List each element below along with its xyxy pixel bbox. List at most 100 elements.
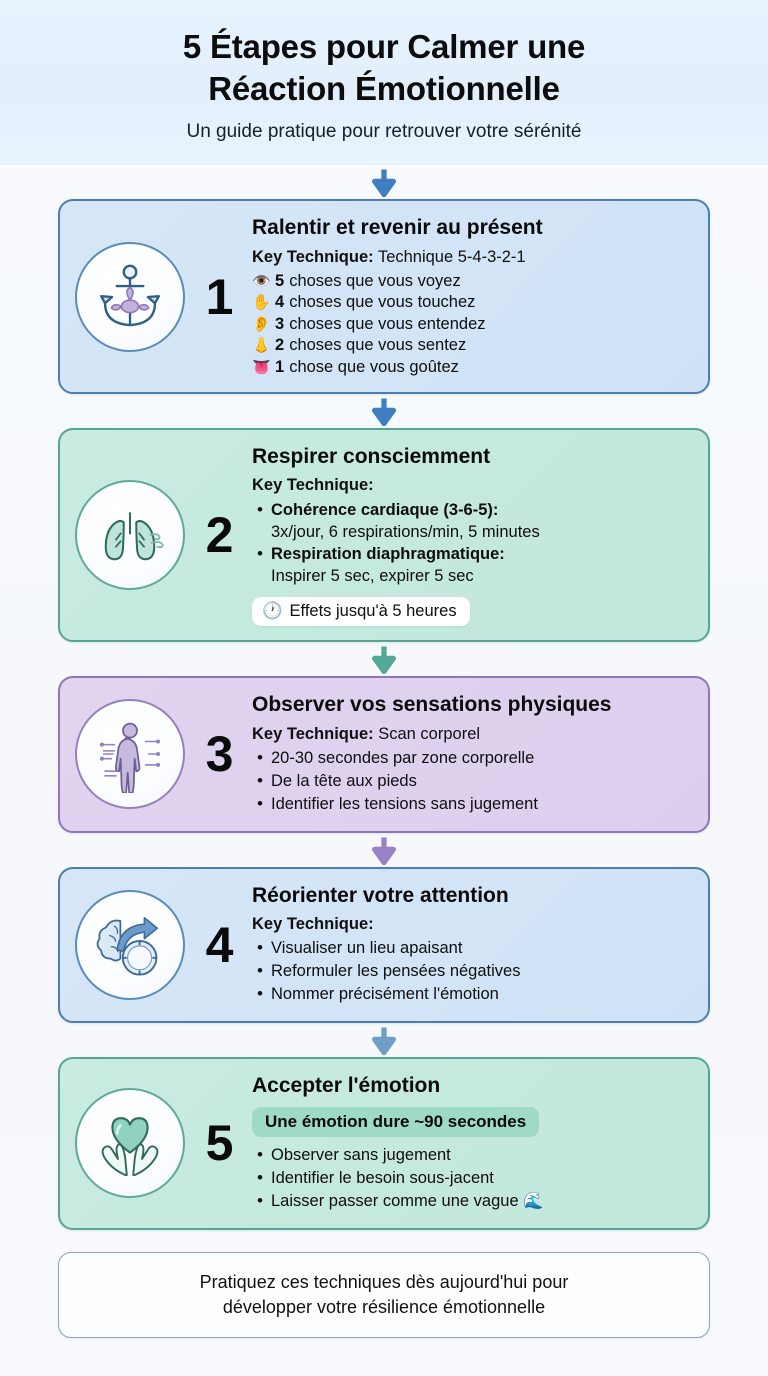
sense-text: choses que vous touchez (289, 293, 476, 312)
step-1-title: Ralentir et revenir au présent (252, 216, 543, 240)
step-3-key-technique-value: Scan corporel (378, 724, 481, 743)
step-4-key-technique-label: Key Technique: (252, 914, 374, 933)
bullet-sub: Observer sans jugement (271, 1146, 451, 1165)
bullet-sub: Laisser passer comme une vague 🌊 (271, 1191, 544, 1210)
list-item: Nommer précisément l'émotion (252, 983, 690, 1006)
list-item: Identifier le besoin sous-jacent (252, 1167, 690, 1190)
bullet-bold: Respiration diaphragmatique: (271, 545, 505, 564)
list-item: 20-30 secondes par zone corporelle (252, 747, 690, 770)
arrow-down-icon (372, 398, 396, 427)
step-3-key-technique: Key Technique: Scan corporel (252, 723, 690, 745)
step-3-icon-circle (75, 699, 185, 810)
bullet-bold: Cohérence cardiaque (3-6-5): (271, 500, 499, 519)
ear-icon: 👂 (252, 315, 271, 333)
step-1-key-technique: Key Technique: Technique 5-4-3-2-1 (252, 246, 690, 268)
connector-3-to-4 (58, 833, 710, 867)
step-5-icon-wrap (74, 1087, 186, 1199)
list-item: 👂 3 choses que vous entendez (252, 314, 690, 335)
sense-text: chose que vous goûtez (289, 357, 459, 376)
step-1-key-technique-label: Key Technique: (252, 247, 374, 266)
step-1-icon-circle (75, 241, 185, 352)
step-2-icon-wrap (74, 479, 186, 591)
step-1-icon-wrap (74, 241, 186, 353)
step-card-3[interactable]: 3 Observer vos sensations physiques Key … (58, 676, 710, 833)
sense-count: 1 (275, 357, 285, 376)
step-4-icon-wrap (74, 889, 186, 1001)
bullet-sub: Visualiser un lieu apaisant (271, 939, 463, 958)
list-item: 👅 1 chose que vous goûtez (252, 357, 690, 378)
arrow-down-icon (372, 1027, 396, 1055)
bullet-sub: De la tête aux pieds (271, 771, 417, 790)
step-4-content: Réorienter votre attention Key Technique… (248, 883, 692, 1007)
list-item: Reformuler les pensées négatives (252, 960, 690, 983)
sense-text: choses que vous voyez (289, 271, 461, 290)
step-1-key-technique-value: Technique 5-4-3-2-1 (377, 247, 526, 266)
body-scan-icon (99, 723, 161, 794)
step-4-title: Réorienter votre attention (252, 883, 509, 907)
list-item: Laisser passer comme une vague 🌊 (252, 1190, 690, 1213)
anchor-lotus-icon (99, 264, 161, 327)
step-card-1[interactable]: 1 Ralentir et revenir au présent Key Tec… (58, 199, 710, 395)
heart-hands-icon (101, 1117, 159, 1177)
list-item: Cohérence cardiaque (3-6-5): 3x/jour, 6 … (252, 499, 690, 544)
step-4-key-technique: Key Technique: (252, 913, 690, 935)
step-1-sense-list: 👁️ 5 choses que vous voyez ✋ 4 choses qu… (252, 271, 690, 378)
page-title-line-2: Réaction Émotionnelle (208, 70, 560, 108)
step-2-duration-badge: 🕐 Effets jusqu'à 5 heures (252, 597, 470, 627)
hand-icon: ✋ (252, 294, 271, 312)
page-title-line-1: 5 Étapes pour Calmer une (182, 28, 586, 65)
eye-icon: 👁️ (252, 272, 271, 290)
step-2-number: 2 (205, 507, 234, 564)
step-2-title: Respirer consciemment (252, 445, 491, 469)
step-3-number: 3 (205, 726, 234, 783)
tongue-icon: 👅 (252, 358, 271, 376)
step-card-2[interactable]: 2 Respirer consciemment Key Technique: C… (58, 428, 710, 643)
list-item: 👃 2 choses que vous sentez (252, 335, 690, 356)
clock-icon: 🕐 (262, 602, 283, 621)
step-2-key-technique-label: Key Technique: (252, 476, 374, 495)
lungs-icon (104, 512, 164, 561)
steps-list: 1 Ralentir et revenir au présent Key Tec… (0, 199, 768, 1230)
step-3-key-technique-label: Key Technique: (252, 724, 374, 743)
step-3-content: Observer vos sensations physiques Key Te… (248, 692, 692, 816)
list-item: Respiration diaphragmatique: Inspirer 5 … (252, 543, 690, 588)
list-item: Visualiser un lieu apaisant (252, 937, 690, 960)
step-5-content: Accepter l'émotion Une émotion dure ~90 … (248, 1073, 692, 1214)
step-4-number: 4 (205, 916, 234, 973)
list-item: Identifier les tensions sans jugement (252, 793, 690, 816)
bullet-sub: 20-30 secondes par zone corporelle (271, 748, 535, 767)
step-card-4[interactable]: 4 Réorienter votre attention Key Techniq… (58, 866, 710, 1023)
step-5-number: 5 (205, 1115, 234, 1172)
bullet-sub: Nommer précisément l'émotion (271, 984, 499, 1003)
sense-text: choses que vous entendez (289, 314, 486, 333)
bullet-sub: Reformuler les pensées négatives (271, 961, 521, 980)
step-2-content: Respirer consciemment Key Technique: Coh… (248, 444, 692, 627)
sense-count: 2 (275, 336, 285, 355)
arrow-down-icon (372, 169, 396, 198)
list-item: 👁️ 5 choses que vous voyez (252, 271, 690, 292)
sense-count: 5 (275, 271, 285, 290)
step-5-bullet-list: Observer sans jugement Identifier le bes… (252, 1144, 690, 1213)
step-2-bullet-list: Cohérence cardiaque (3-6-5): 3x/jour, 6 … (252, 499, 690, 589)
step-1-content: Ralentir et revenir au présent Key Techn… (248, 215, 692, 378)
page-title: 5 Étapes pour Calmer une Réaction Émotio… (30, 26, 738, 110)
arrow-down-icon (372, 837, 396, 865)
footer-line-1: Pratiquez ces techniques dès aujourd'hui… (199, 1271, 569, 1292)
step-3-bullet-list: 20-30 secondes par zone corporelle De la… (252, 747, 690, 816)
list-item: Observer sans jugement (252, 1144, 690, 1167)
sense-count: 3 (275, 314, 285, 333)
arrow-down-icon (372, 646, 396, 675)
connector-header-to-1 (0, 165, 768, 199)
step-3-title: Observer vos sensations physiques (252, 693, 612, 717)
step-card-5[interactable]: 5 Accepter l'émotion Une émotion dure ~9… (58, 1056, 710, 1230)
badge-text: Effets jusqu'à 5 heures (289, 602, 457, 621)
connector-2-to-3 (58, 642, 710, 676)
brain-compass-icon (96, 916, 158, 976)
bullet-sub: Identifier les tensions sans jugement (271, 794, 538, 813)
step-5-duration-badge: Une émotion dure ~90 secondes (252, 1107, 540, 1138)
connector-4-to-5 (58, 1023, 710, 1057)
step-2-key-technique: Key Technique: (252, 474, 690, 496)
footer-line-2: développer votre résilience émotionnelle (222, 1296, 546, 1317)
header-banner: 5 Étapes pour Calmer une Réaction Émotio… (0, 0, 768, 166)
